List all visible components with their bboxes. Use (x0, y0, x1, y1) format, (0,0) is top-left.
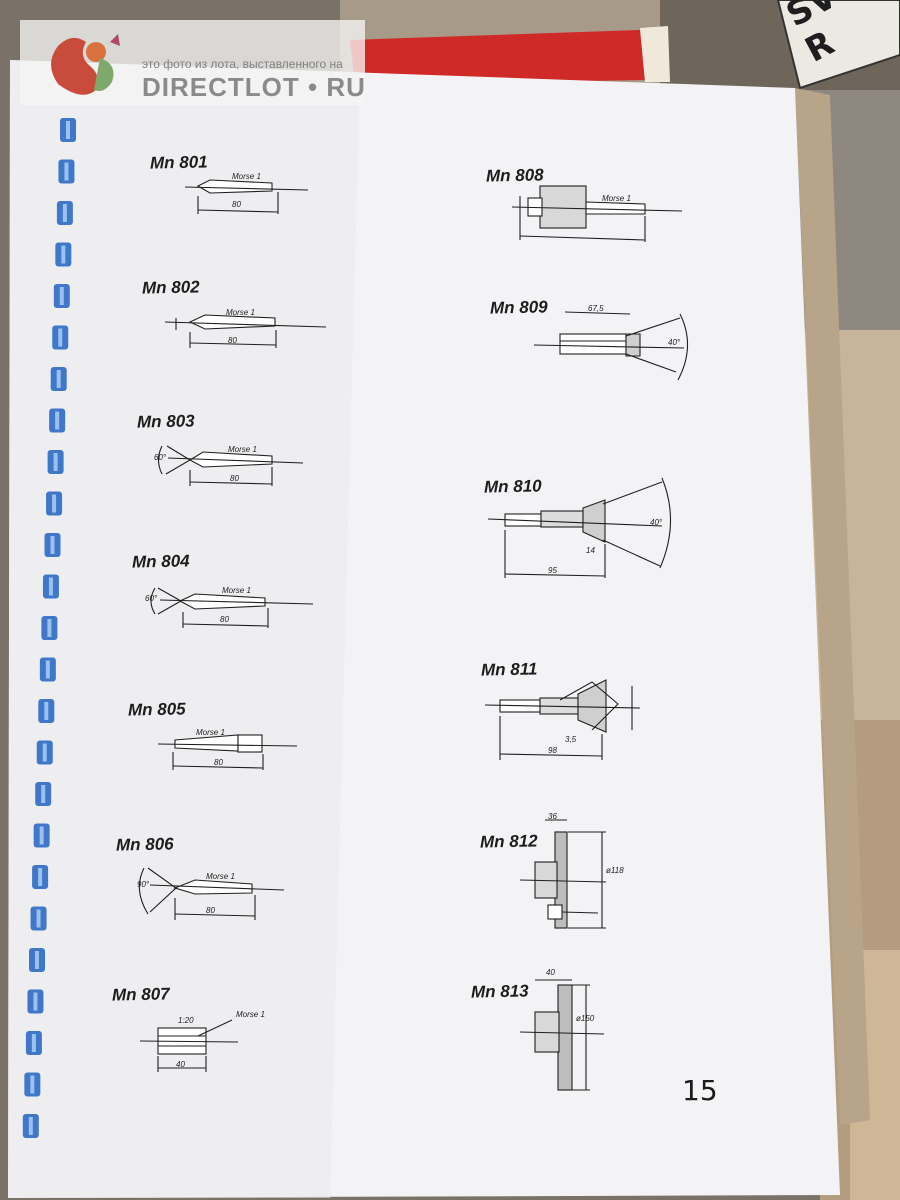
note-811-len: 98 (548, 746, 557, 755)
technical-drawings (138, 179, 689, 1091)
note-805-len: 80 (214, 758, 223, 767)
red-book-pages (640, 26, 670, 82)
binding-ring-highlight (52, 494, 57, 513)
binding-ring-highlight (44, 702, 49, 720)
squirrel-logo-icon (51, 34, 120, 95)
binding-ring-highlight (30, 1075, 35, 1094)
drawing-mn808 (511, 185, 683, 242)
binding-ring-highlight (62, 204, 67, 222)
binding-ring-highlight (36, 909, 41, 928)
note-810-len: 95 (548, 566, 557, 575)
drawing-mn813 (519, 979, 605, 1091)
note-804-angle: 60° (145, 594, 158, 603)
note-807-len: 40 (176, 1060, 185, 1069)
red-book (350, 30, 645, 85)
label-mn804: Mn 804 (131, 551, 190, 572)
label-mn813: Mn 813 (470, 981, 529, 1002)
page-number: 15 (682, 1074, 718, 1107)
label-mn802: Mn 802 (141, 277, 200, 298)
binding-ring-highlight (66, 121, 70, 139)
note-812-dia: ø118 (606, 866, 624, 875)
binding-ring-highlight (50, 536, 55, 554)
note-810-small: 14 (586, 546, 595, 555)
note-811-small: 3,5 (565, 735, 577, 744)
binding-ring-highlight (39, 826, 44, 845)
note-801-len: 80 (232, 200, 241, 209)
note-806-len: 80 (206, 906, 215, 915)
drawing-mn811 (484, 679, 641, 760)
binding-ring-highlight (59, 287, 64, 305)
drawing-mn812 (519, 819, 607, 929)
drawing-mn806 (138, 867, 285, 920)
note-802-morse: Morse 1 (226, 308, 255, 317)
label-mn809: Mn 809 (489, 297, 548, 318)
note-807-morse: Morse 1 (236, 1010, 265, 1019)
drawing-mn805 (157, 734, 298, 770)
note-809-len: 67,5 (588, 304, 604, 313)
binding-ring-highlight (45, 660, 50, 679)
binding-ring-highlight (35, 951, 39, 969)
drawing-mn809 (533, 311, 689, 381)
drawing-mn801 (184, 179, 309, 214)
note-808-morse: Morse 1 (602, 194, 631, 203)
note-806-angle: 90° (137, 880, 150, 889)
note-802-len: 80 (228, 336, 237, 345)
drawing-mn810 (487, 477, 672, 578)
label-mn808: Mn 808 (485, 165, 544, 186)
label-mn807: Mn 807 (111, 984, 170, 1005)
note-812-width: 36 (548, 812, 557, 821)
note-804-morse: Morse 1 (222, 586, 251, 595)
label-mn801: Mn 801 (149, 152, 208, 173)
page-shading (8, 60, 360, 1198)
note-805-morse: Morse 1 (196, 728, 225, 737)
watermark: это фото из лота, выставленного на DIREC… (20, 20, 365, 105)
drawing-mn807 (139, 1019, 239, 1072)
note-813-width: 40 (546, 968, 555, 977)
binding-ring-highlight (38, 868, 43, 886)
binding-ring-highlight (47, 619, 52, 637)
binding-ring-highlight (64, 162, 69, 181)
binding-ring-highlight (42, 743, 47, 762)
note-803-len: 80 (230, 474, 239, 483)
note-803-morse: Morse 1 (228, 445, 257, 454)
binding-ring-highlight (48, 577, 53, 596)
label-mn812: Mn 812 (479, 831, 538, 852)
note-810-angle: 40° (650, 518, 663, 527)
license-plate (776, 0, 900, 90)
binding-ring-highlight (58, 328, 63, 347)
drawing-mn804 (150, 587, 314, 628)
binding-ring-highlight (41, 785, 46, 803)
binding-ring-highlight (28, 1117, 33, 1135)
label-mn810: Mn 810 (483, 476, 542, 497)
note-807-taper: 1:20 (178, 1016, 194, 1025)
watermark-brand: DIRECTLOT • RU (142, 72, 366, 102)
note-803-angle: 60° (154, 453, 167, 462)
watermark-caption: это фото из лота, выставленного на (142, 57, 343, 71)
note-804-len: 80 (220, 615, 229, 624)
page-stack-edge (795, 88, 870, 1125)
note-809-angle: 40° (668, 338, 681, 347)
binding-ring-highlight (33, 992, 38, 1011)
binding-ring-highlight (31, 1034, 36, 1052)
binding-ring-highlight (61, 245, 66, 264)
note-813-dia: ø150 (576, 1014, 595, 1023)
note-801-morse: Morse 1 (232, 172, 261, 181)
drawing-mn802 (164, 314, 327, 348)
note-806-morse: Morse 1 (206, 872, 235, 881)
binding-ring-highlight (55, 411, 60, 430)
drawing-mn803 (157, 445, 304, 486)
label-mn805: Mn 805 (127, 699, 186, 720)
binding-ring-highlight (56, 370, 61, 388)
binding-ring-highlight (53, 453, 58, 471)
spiral-binding (22, 118, 76, 1138)
label-mn803: Mn 803 (136, 411, 195, 432)
label-mn806: Mn 806 (115, 834, 174, 855)
label-mn811: Mn 811 (480, 659, 538, 680)
